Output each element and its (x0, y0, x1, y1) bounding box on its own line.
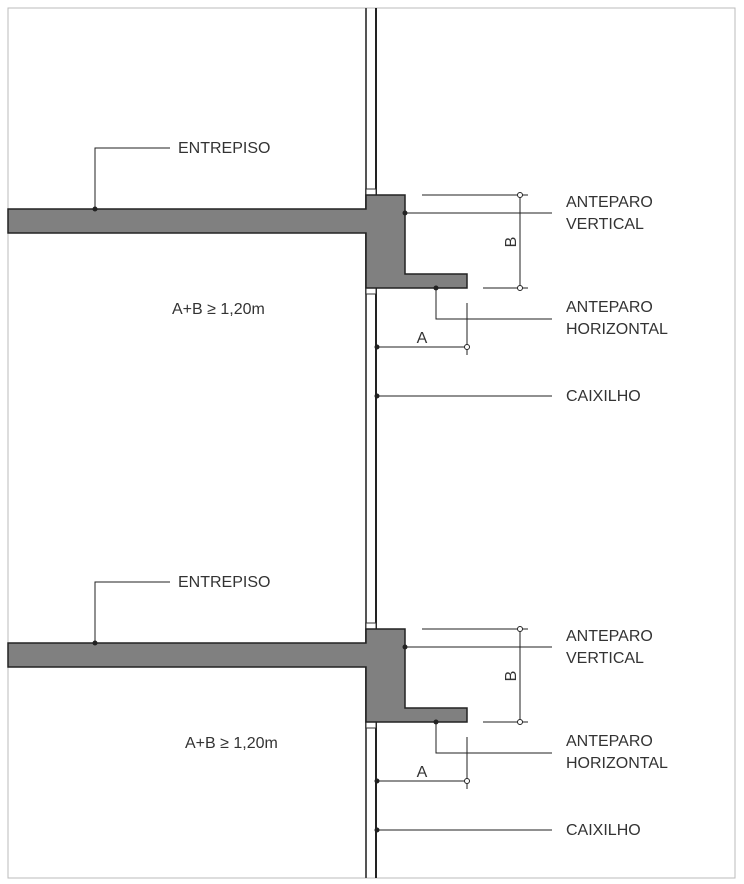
leader-dot (433, 719, 439, 725)
frame-block-top (365, 188, 377, 196)
dim-tick (464, 344, 470, 350)
dim-tick (517, 285, 523, 291)
entrepiso-label: ENTREPISO (178, 574, 270, 591)
leader-dot (433, 285, 439, 291)
leader-dot (92, 640, 98, 646)
dim-tick (517, 719, 523, 725)
leader-dot (402, 644, 408, 650)
entrepiso-leader (94, 581, 170, 643)
caixilho-label: CAIXILHO (566, 388, 641, 405)
dim-tick (464, 778, 470, 784)
dim-a-label: A (417, 764, 428, 781)
leader-dot (402, 210, 408, 216)
anteparo-horizontal-leader (435, 288, 552, 320)
anteparo-vertical-label-2: VERTICAL (566, 650, 644, 667)
dim-tick (374, 778, 380, 784)
slab-and-parapet (7, 194, 468, 289)
floor-unit-top: ENTREPISO B ANTEPARO VERTICAL ANTEPARO H… (7, 140, 668, 405)
dim-b-label: B (503, 237, 520, 248)
dim-b-label: B (503, 671, 520, 682)
leader-dot (92, 206, 98, 212)
anteparo-horizontal-leader (435, 722, 552, 754)
caixilho-label: CAIXILHO (566, 822, 641, 839)
dim-tick (374, 344, 380, 350)
formula-label: A+B ≥ 1,20m (185, 735, 278, 752)
leader-dot (374, 393, 380, 399)
frame-block-top (365, 622, 377, 630)
anteparo-vertical-label-1: ANTEPARO (566, 194, 653, 211)
leader-dot (374, 827, 380, 833)
floor-unit-bottom: ENTREPISO B ANTEPARO VERTICAL ANTEPARO H… (7, 574, 668, 839)
dim-a-label: A (417, 330, 428, 347)
anteparo-horizontal-label-1: ANTEPARO (566, 299, 653, 316)
drawing-border (7, 7, 736, 879)
entrepiso-leader (94, 147, 170, 209)
slab-and-parapet (7, 628, 468, 723)
formula-label: A+B ≥ 1,20m (172, 301, 265, 318)
anteparo-horizontal-label-2: HORIZONTAL (566, 755, 668, 772)
frame-block-bottom (365, 721, 377, 729)
anteparo-horizontal-label-2: HORIZONTAL (566, 321, 668, 338)
entrepiso-label: ENTREPISO (178, 140, 270, 157)
anteparo-vertical-label-1: ANTEPARO (566, 628, 653, 645)
dim-tick (517, 626, 523, 632)
frame-block-bottom (365, 287, 377, 295)
anteparo-horizontal-label-1: ANTEPARO (566, 733, 653, 750)
dim-tick (517, 192, 523, 198)
anteparo-vertical-label-2: VERTICAL (566, 216, 644, 233)
